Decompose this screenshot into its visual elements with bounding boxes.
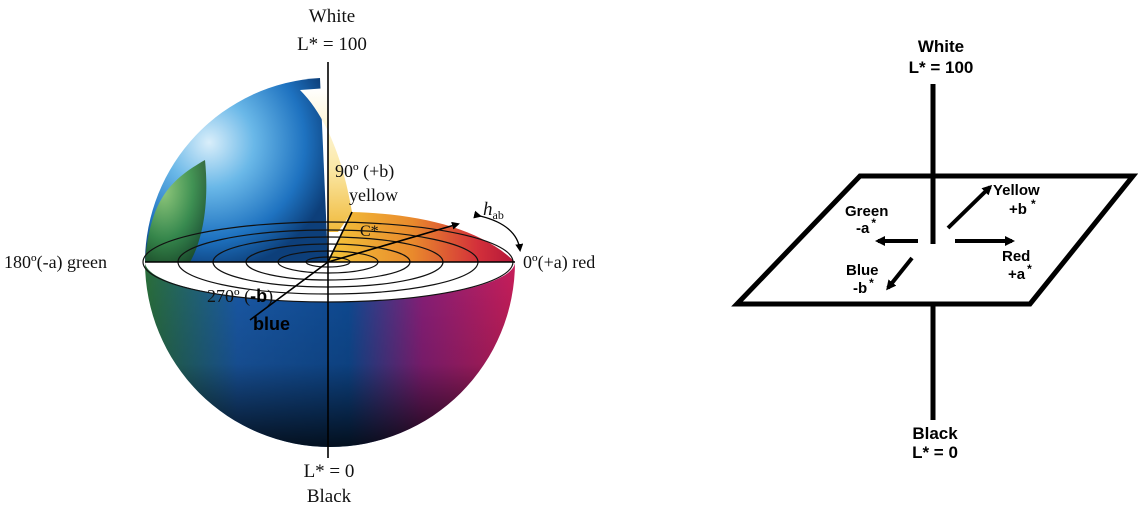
green-axis-label: -a* bbox=[856, 216, 876, 237]
blue-label: Blue bbox=[846, 262, 879, 279]
lab-plane-diagram: White L* = 100 Yellow +b* Green -a* Red … bbox=[731, 37, 1138, 462]
sphere-bottom-title: Black bbox=[307, 486, 352, 507]
chroma-vector bbox=[327, 221, 460, 263]
hue-angle-arc bbox=[473, 210, 524, 252]
green-label: Green bbox=[845, 203, 888, 220]
yellow-axis-label: +b* bbox=[1009, 197, 1036, 218]
sphere-top-title: White bbox=[309, 6, 355, 27]
sphere-bottom-value: L* = 0 bbox=[304, 461, 355, 482]
blue-axis-label: -b* bbox=[853, 276, 874, 297]
angle-0-label: 0º(+a) red bbox=[523, 252, 595, 273]
color-sphere: White L* = 100 90º (+b) yellow C* hab 18… bbox=[4, 6, 595, 507]
b-axis-up bbox=[327, 211, 353, 263]
plane-bottom-title: Black bbox=[912, 424, 958, 443]
red-axis-label: +a* bbox=[1008, 262, 1032, 283]
angle-270-label: 270º (-b) bbox=[207, 286, 273, 307]
yellow-label: Yellow bbox=[993, 182, 1040, 199]
sphere-top-value: L* = 100 bbox=[297, 34, 367, 55]
chroma-label: C* bbox=[360, 223, 379, 240]
b-axis bbox=[249, 261, 329, 321]
angle-270-name: blue bbox=[253, 314, 290, 334]
angle-90-label: 90º (+b) bbox=[335, 161, 394, 182]
sphere-yellow-wedge bbox=[300, 88, 352, 232]
blue-arrow bbox=[886, 256, 914, 291]
red-label: Red bbox=[1002, 248, 1030, 265]
plane-top-title: White bbox=[918, 37, 964, 56]
plane-top-value: L* = 100 bbox=[909, 58, 974, 77]
hue-angle-label: hab bbox=[483, 199, 504, 222]
angle-180-label: 180º(-a) green bbox=[4, 252, 107, 273]
angle-90-name: yellow bbox=[349, 185, 398, 205]
plane-bottom-value: L* = 0 bbox=[912, 443, 958, 462]
yellow-arrow bbox=[946, 184, 993, 230]
